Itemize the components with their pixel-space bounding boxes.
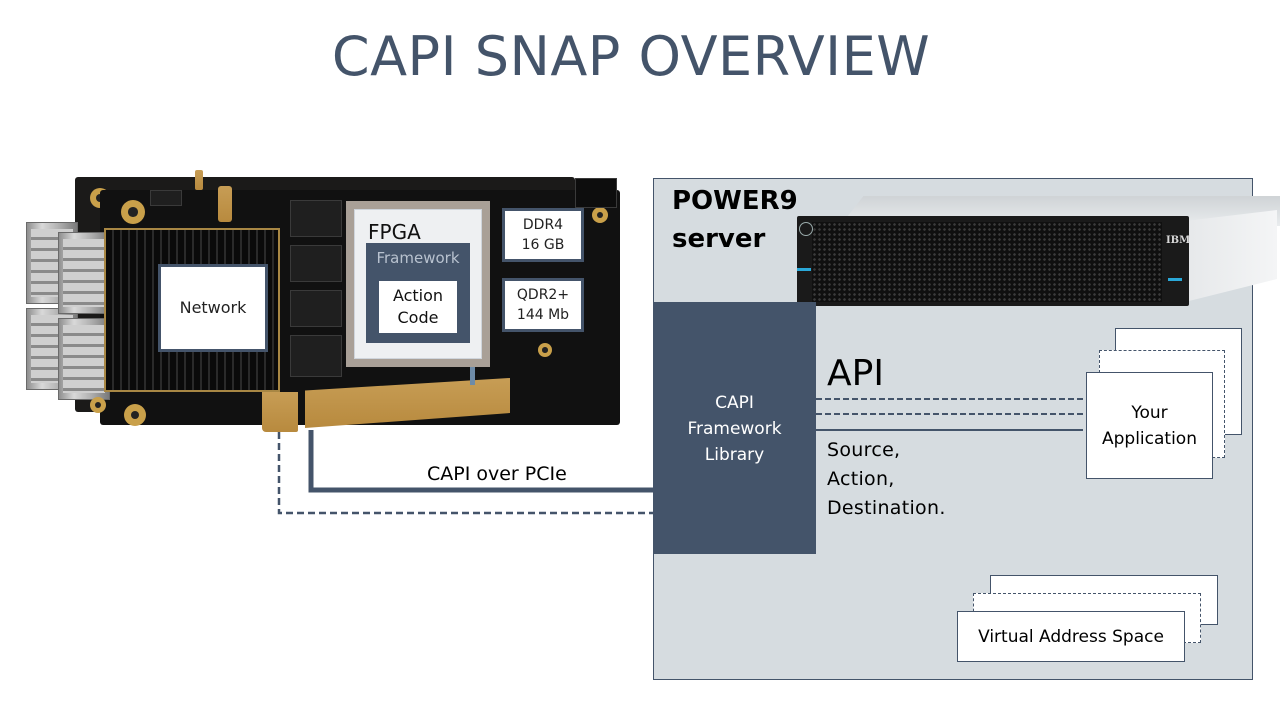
qsfp-cage-icon (58, 232, 110, 314)
mount-hole-icon (124, 404, 146, 426)
library-line-2: Framework (687, 419, 782, 439)
power-connector-icon (575, 178, 617, 208)
virtual-address-space-box: Virtual Address Space (957, 611, 1185, 662)
card-marker (470, 365, 475, 385)
capi-framework-library-box (653, 302, 816, 554)
server-title-line-2: server (672, 224, 766, 254)
server-title: POWER9 server (672, 182, 798, 258)
mount-hole-icon (592, 207, 608, 223)
your-application-box: Your Application (1086, 372, 1213, 479)
ddr4-line-1: DDR4 (522, 217, 564, 233)
action-code-box: Action Code (379, 281, 457, 333)
application-line-2: Application (1102, 428, 1197, 449)
application-line-1: Your (1131, 402, 1168, 423)
api-params-label: Source, Action, Destination. (827, 436, 946, 523)
capi-over-pcie-label: CAPI over PCIe (427, 463, 567, 485)
server-handle-marker (797, 268, 811, 271)
server-front-mesh (812, 222, 1162, 302)
server-handle-marker (1168, 278, 1182, 281)
api-label: API (827, 353, 884, 394)
server-side-rail (1185, 210, 1277, 302)
ddr4-box: DDR4 16 GB (502, 208, 584, 262)
chip-icon (290, 335, 342, 377)
pcie-finger-short (262, 392, 298, 432)
api-param-source: Source, (827, 439, 901, 461)
page-title: CAPI SNAP OVERVIEW (331, 25, 931, 88)
mount-hole-icon (121, 200, 145, 224)
qdr-line-1: QDR2+ (516, 287, 570, 303)
qdr-box: QDR2+ 144 Mb (502, 278, 584, 332)
sma-connector-icon (195, 170, 203, 190)
mount-hole-icon (538, 343, 552, 357)
server-title-line-1: POWER9 (672, 186, 798, 216)
fpga-label: FPGA (368, 220, 421, 244)
ibm-logo: IBM (1166, 235, 1191, 246)
network-label: Network (179, 298, 247, 317)
library-line-1: CAPI (715, 393, 754, 413)
power-badge-icon (799, 222, 813, 236)
framework-label: Framework (376, 249, 460, 267)
api-param-destination: Destination. (827, 497, 946, 519)
chip-icon (290, 200, 342, 237)
ddr4-line-2: 16 GB (521, 237, 565, 253)
api-param-action: Action, (827, 468, 895, 490)
library-line-3: Library (704, 445, 765, 465)
chip-icon (290, 245, 342, 282)
chip-icon (290, 290, 342, 327)
chip-icon (150, 190, 182, 206)
qsfp-cage-icon (58, 318, 110, 400)
mount-hole-icon (90, 397, 106, 413)
virtual-address-space-label: Virtual Address Space (978, 626, 1164, 647)
action-code-line-2: Code (397, 308, 439, 327)
capi-framework-library-label: CAPI Framework Library (653, 390, 816, 468)
action-code-line-1: Action (392, 286, 444, 305)
sma-connector-icon (218, 186, 232, 222)
network-box: Network (158, 264, 268, 352)
qdr-line-2: 144 Mb (516, 307, 570, 323)
